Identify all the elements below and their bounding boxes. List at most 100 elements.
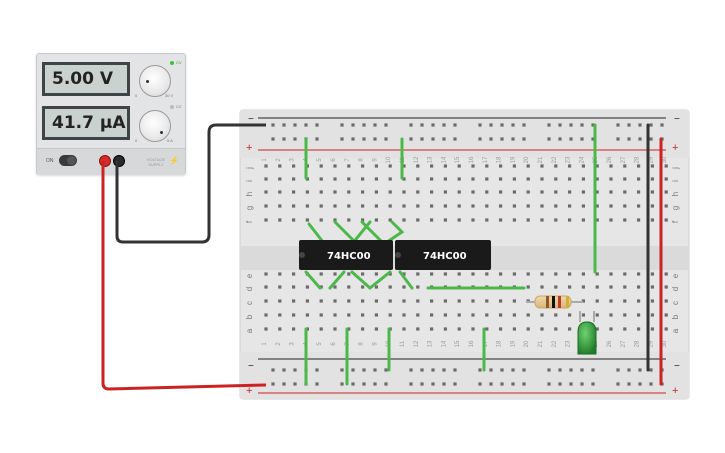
breadboard-hole[interactable]: [319, 285, 323, 289]
green-wire[interactable]: [350, 270, 372, 290]
rail-hole[interactable]: [282, 382, 286, 386]
breadboard-hole[interactable]: [568, 313, 572, 317]
breadboard-hole[interactable]: [568, 164, 572, 168]
rail-hole[interactable]: [453, 137, 457, 141]
breadboard-hole[interactable]: [430, 190, 434, 194]
breadboard-hole[interactable]: [361, 313, 365, 317]
rail-hole[interactable]: [384, 382, 388, 386]
breadboard-hole[interactable]: [581, 272, 585, 276]
breadboard-hole[interactable]: [609, 204, 613, 208]
breadboard-hole[interactable]: [554, 218, 558, 222]
rail-hole[interactable]: [489, 368, 493, 372]
breadboard-hole[interactable]: [554, 190, 558, 194]
breadboard-hole[interactable]: [361, 218, 365, 222]
breadboard-hole[interactable]: [388, 204, 392, 208]
breadboard-hole[interactable]: [278, 204, 282, 208]
breadboard-hole[interactable]: [416, 190, 420, 194]
breadboard-hole[interactable]: [650, 164, 654, 168]
breadboard-hole[interactable]: [637, 218, 641, 222]
breadboard-hole[interactable]: [374, 313, 378, 317]
breadboard-hole[interactable]: [416, 177, 420, 181]
rail-hole[interactable]: [547, 382, 551, 386]
breadboard-hole[interactable]: [388, 177, 392, 181]
rail-hole[interactable]: [282, 368, 286, 372]
breadboard-hole[interactable]: [512, 204, 516, 208]
breadboard-hole[interactable]: [609, 327, 613, 331]
breadboard-hole[interactable]: [512, 164, 516, 168]
breadboard-hole[interactable]: [333, 204, 337, 208]
breadboard-hole[interactable]: [361, 190, 365, 194]
breadboard-hole[interactable]: [664, 299, 668, 303]
breadboard-hole[interactable]: [637, 190, 641, 194]
breadboard-hole[interactable]: [512, 272, 516, 276]
rail-hole[interactable]: [431, 123, 435, 127]
breadboard-hole[interactable]: [595, 218, 599, 222]
breadboard-hole[interactable]: [319, 299, 323, 303]
breadboard-hole[interactable]: [499, 177, 503, 181]
rail-hole[interactable]: [500, 368, 504, 372]
breadboard-hole[interactable]: [402, 190, 406, 194]
breadboard-hole[interactable]: [264, 177, 268, 181]
breadboard-hole[interactable]: [374, 177, 378, 181]
breadboard-hole[interactable]: [485, 164, 489, 168]
rail-hole[interactable]: [282, 123, 286, 127]
green-wire[interactable]: [398, 270, 414, 290]
breadboard-hole[interactable]: [402, 272, 406, 276]
breadboard-hole[interactable]: [595, 299, 599, 303]
rail-hole[interactable]: [293, 137, 297, 141]
breadboard-hole[interactable]: [664, 177, 668, 181]
breadboard-hole[interactable]: [526, 327, 530, 331]
breadboard-hole[interactable]: [471, 204, 475, 208]
breadboard-hole[interactable]: [623, 218, 627, 222]
breadboard-hole[interactable]: [554, 164, 558, 168]
rail-hole[interactable]: [431, 368, 435, 372]
breadboard-hole[interactable]: [347, 218, 351, 222]
breadboard-hole[interactable]: [292, 272, 296, 276]
rail-hole[interactable]: [351, 123, 355, 127]
breadboard-hole[interactable]: [526, 272, 530, 276]
breadboard-hole[interactable]: [609, 272, 613, 276]
breadboard-hole[interactable]: [278, 218, 282, 222]
breadboard-hole[interactable]: [499, 204, 503, 208]
breadboard-hole[interactable]: [278, 272, 282, 276]
breadboard-hole[interactable]: [540, 313, 544, 317]
breadboard-hole[interactable]: [388, 272, 392, 276]
breadboard-hole[interactable]: [609, 299, 613, 303]
breadboard-hole[interactable]: [305, 299, 309, 303]
rail-hole[interactable]: [489, 382, 493, 386]
rail-hole[interactable]: [569, 137, 573, 141]
rail-hole[interactable]: [351, 137, 355, 141]
breadboard-hole[interactable]: [623, 299, 627, 303]
breadboard-hole[interactable]: [319, 272, 323, 276]
rail-hole[interactable]: [638, 123, 642, 127]
rail-hole[interactable]: [453, 382, 457, 386]
rail-hole[interactable]: [478, 137, 482, 141]
breadboard-hole[interactable]: [457, 190, 461, 194]
breadboard-hole[interactable]: [512, 177, 516, 181]
breadboard-hole[interactable]: [278, 164, 282, 168]
breadboard-hole[interactable]: [664, 313, 668, 317]
power-supply[interactable]: 5.00 V 41.7 µA 0 30 V CV 0 5 A CC ON VOL…: [36, 53, 186, 175]
breadboard-hole[interactable]: [264, 204, 268, 208]
breadboard-hole[interactable]: [388, 164, 392, 168]
breadboard-hole[interactable]: [388, 190, 392, 194]
rail-hole[interactable]: [373, 368, 377, 372]
breadboard-hole[interactable]: [443, 177, 447, 181]
breadboard-hole[interactable]: [333, 218, 337, 222]
breadboard-hole[interactable]: [388, 299, 392, 303]
breadboard-hole[interactable]: [499, 164, 503, 168]
breadboard-hole[interactable]: [609, 177, 613, 181]
breadboard-hole[interactable]: [650, 272, 654, 276]
rail-hole[interactable]: [649, 368, 653, 372]
breadboard-hole[interactable]: [623, 177, 627, 181]
breadboard-hole[interactable]: [264, 299, 268, 303]
breadboard-hole[interactable]: [581, 285, 585, 289]
rail-hole[interactable]: [409, 137, 413, 141]
breadboard-hole[interactable]: [416, 313, 420, 317]
rail-hole[interactable]: [373, 137, 377, 141]
breadboard-hole[interactable]: [637, 327, 641, 331]
rail-hole[interactable]: [431, 137, 435, 141]
rail-hole[interactable]: [315, 368, 319, 372]
breadboard-hole[interactable]: [568, 285, 572, 289]
breadboard-hole[interactable]: [430, 218, 434, 222]
